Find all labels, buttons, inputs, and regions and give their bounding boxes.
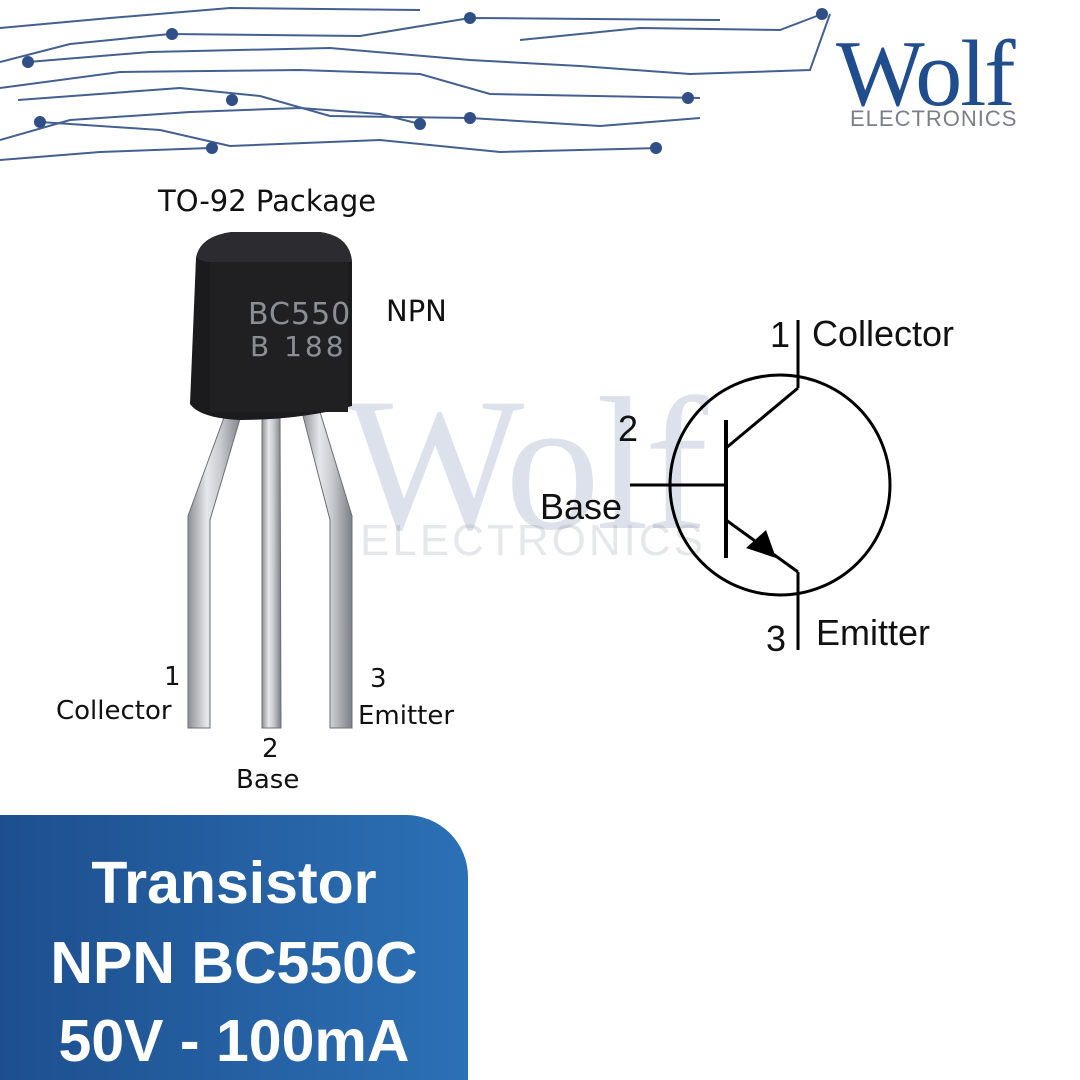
product-banner: Transistor NPN BC550C 50V - 100mA: [0, 815, 468, 1080]
package-pin1-number: 1: [164, 662, 181, 692]
package-pin1-name: Collector: [56, 696, 172, 726]
watermark-logo-subtitle: ELECTRONICS: [360, 516, 706, 565]
banner-title: Transistor: [91, 850, 377, 916]
schematic-collector-label: Collector: [812, 313, 955, 354]
banner-part-number: NPN BC550C: [50, 930, 418, 996]
banner-rating: 50V - 100mA: [58, 1008, 410, 1074]
package-pin3-name: Emitter: [358, 701, 455, 731]
package-pin2-number: 2: [262, 734, 279, 764]
brand-logo-subtitle: ELECTRONICS: [850, 106, 1018, 131]
schematic-emitter-number: 3: [766, 618, 787, 659]
package-title: TO-92 Package: [158, 184, 377, 218]
emitter-arrow: [746, 530, 776, 558]
schematic-base-number: 2: [618, 408, 639, 449]
schematic-emitter-label: Emitter: [816, 612, 931, 653]
watermark-logo-word: Wolf: [345, 360, 708, 570]
package-marking-line1: BC550: [248, 297, 352, 332]
schematic-base-label: Base: [540, 486, 623, 527]
brand-logo-word: Wolf: [836, 22, 1016, 126]
schematic-collector-number: 1: [770, 314, 791, 355]
package-pin2-name: Base: [236, 765, 300, 795]
transistor-type-label: NPN: [386, 294, 447, 328]
package-marking-line2: B 188: [250, 330, 347, 363]
package-pin3-number: 3: [370, 664, 387, 694]
